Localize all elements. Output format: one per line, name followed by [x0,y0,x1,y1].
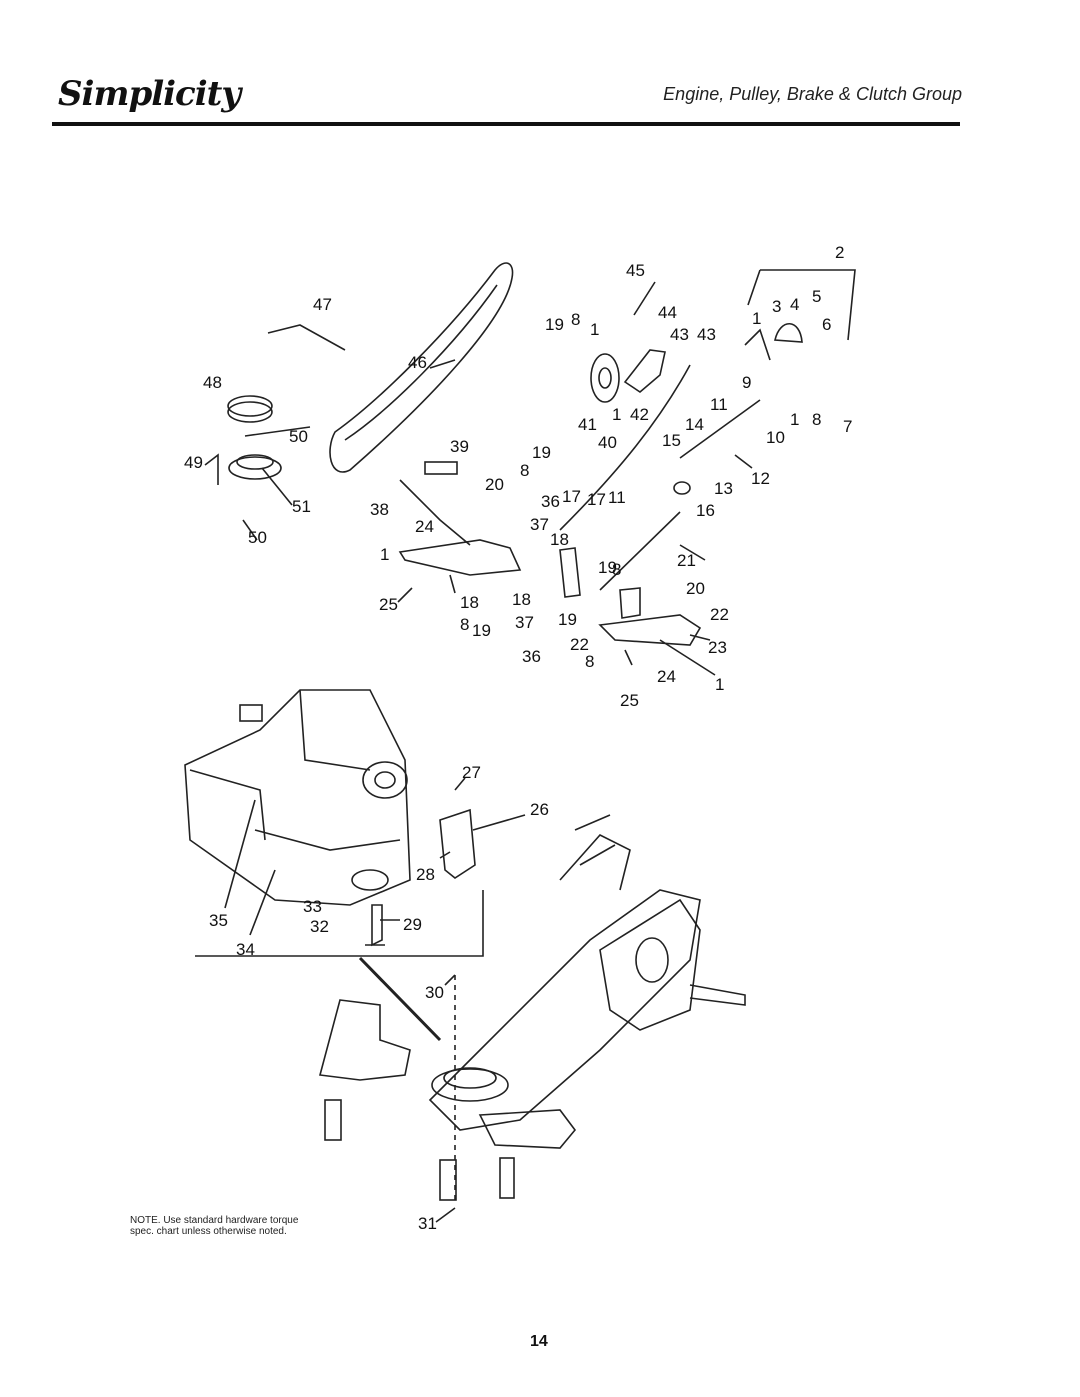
callout-7: 7 [843,417,852,436]
callout-17-b: 17 [587,490,606,509]
callout-20-left: 20 [485,475,504,494]
callout-18-lower: 18 [512,590,531,609]
callout-19-bottom: 19 [558,610,577,629]
callout-36-lower: 36 [522,647,541,666]
callout-1-right: 1 [790,410,799,429]
callout-30: 30 [425,983,444,1002]
callout-42: 42 [630,405,649,424]
callout-23: 23 [708,638,727,657]
callout-1-bracket: 1 [752,309,761,328]
callout-26: 26 [530,800,549,819]
callout-8-bottom: 8 [585,652,594,671]
callout-18-top: 18 [550,530,569,549]
callout-4: 4 [790,295,799,314]
callout-9: 9 [742,373,751,392]
callout-37-lower: 37 [515,613,534,632]
callout-37-top: 37 [530,515,549,534]
callout-18-center: 18 [460,593,479,612]
callout-1-bottom: 1 [715,675,724,694]
callout-6: 6 [822,315,831,334]
callout-34: 34 [236,940,255,959]
callout-44: 44 [658,303,677,322]
callout-45: 45 [626,261,645,280]
callout-46: 46 [408,353,427,372]
callout-40: 40 [598,433,617,452]
callout-15: 15 [662,431,681,450]
page-title: Engine, Pulley, Brake & Clutch Group [663,84,962,104]
callout-50-bottom: 50 [248,528,267,547]
callout-17-a: 17 [562,487,581,506]
callout-10: 10 [766,428,785,447]
callout-48: 48 [203,373,222,392]
callout-1-left: 1 [380,545,389,564]
callout-51: 51 [292,497,311,516]
torque-note: NOTE. Use standard hardware torque spec.… [130,1215,299,1237]
callout-5: 5 [812,287,821,306]
callout-49: 49 [184,453,203,472]
callout-2: 2 [835,243,844,262]
callout-20-right: 20 [686,579,705,598]
callout-25-left: 25 [379,595,398,614]
callout-39: 39 [450,437,469,456]
callout-38: 38 [370,500,389,519]
callout-1-top: 1 [590,320,599,339]
callout-11-mid: 11 [608,488,626,507]
callout-11-top: 11 [710,395,728,414]
callout-8-mid: 8 [520,461,529,480]
brand-logo: Simplicity [58,74,241,114]
callout-22-left: 22 [570,635,589,654]
callout-numbers: 47 46 48 50 49 51 50 45 19 8 1 44 43 43 … [184,243,852,1233]
callout-32: 32 [310,917,329,936]
callout-8-lower: 8 [612,560,621,579]
callout-27: 27 [462,763,481,782]
callout-8-bottom-left: 8 [460,615,469,634]
header-rule [52,122,960,126]
callout-35: 35 [209,911,228,930]
callout-19-mid: 19 [532,443,551,462]
callout-43-a: 43 [670,325,689,344]
callout-19-lower: 19 [598,558,617,577]
callout-24-right: 24 [657,667,676,686]
callout-22-right: 22 [710,605,729,624]
callout-50-top: 50 [289,427,308,446]
callout-13: 13 [714,479,733,498]
callout-43-b: 43 [697,325,716,344]
callout-12: 12 [751,469,770,488]
callout-36-top: 36 [541,492,560,511]
callout-41: 41 [578,415,597,434]
callout-8-top: 8 [571,310,580,329]
callout-21: 21 [677,551,696,570]
callout-1-41: 1 [612,405,621,424]
callout-19-bottom-left: 19 [472,621,491,640]
callout-28: 28 [416,865,435,884]
callout-3: 3 [772,297,781,316]
callout-16: 16 [696,501,715,520]
callout-25-right: 25 [620,691,639,710]
callout-29: 29 [403,915,422,934]
callout-19-top: 19 [545,315,564,334]
callout-47: 47 [313,295,332,314]
callout-24-left: 24 [415,517,434,536]
callout-14: 14 [685,415,704,434]
callout-31: 31 [418,1214,437,1233]
callout-33: 33 [303,897,322,916]
page-number: 14 [530,1333,548,1350]
callout-8-right: 8 [812,410,821,429]
